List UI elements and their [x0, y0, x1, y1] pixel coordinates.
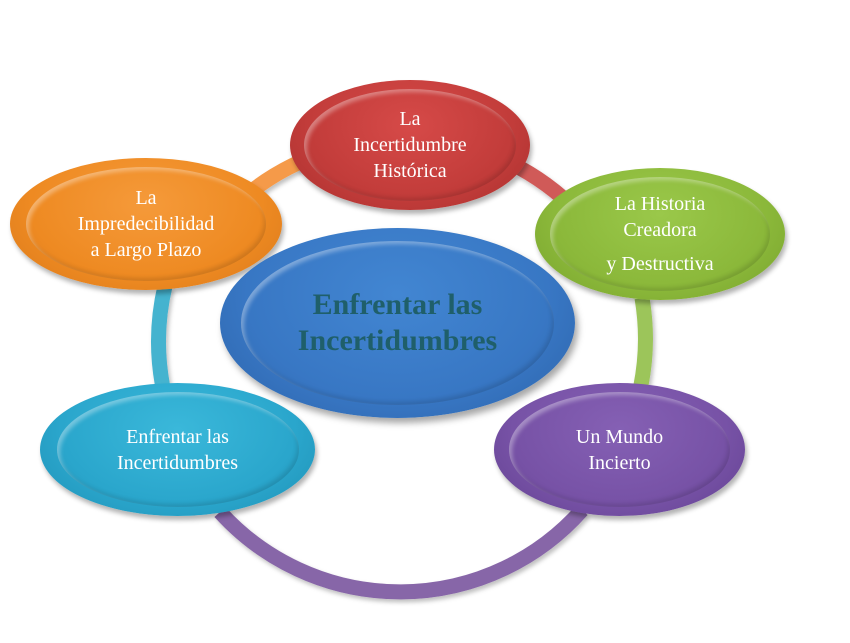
node-label: Un Mundo Incierto — [575, 425, 664, 474]
node-label: Enfrentar las Incertidumbres — [116, 425, 239, 474]
node-impredecibilidad: La Impredecibilidad a Largo Plazo — [10, 158, 282, 290]
node-incertidumbre-historica: La Incertidumbre Histórica — [290, 80, 530, 210]
node-historia-creadora: La Historia Creadora y Destructiva — [535, 168, 785, 300]
node-mundo-incierto: Un Mundo Incierto — [494, 383, 745, 516]
ring-segment-purple — [214, 505, 588, 600]
ring-segment-green — [632, 296, 653, 392]
node-enfrentar-incertidumbres: Enfrentar las Incertidumbres — [40, 383, 315, 516]
node-label: La Impredecibilidad a Largo Plazo — [77, 187, 215, 261]
node-label: La Incertidumbre Histórica — [353, 108, 467, 182]
center-label: Enfrentar las Incertidumbres — [297, 288, 498, 357]
node-label: La Historia Creadora y Destructiva — [606, 193, 714, 275]
center-node: Enfrentar las Incertidumbres — [220, 228, 575, 418]
ring-segment-teal — [151, 284, 173, 390]
